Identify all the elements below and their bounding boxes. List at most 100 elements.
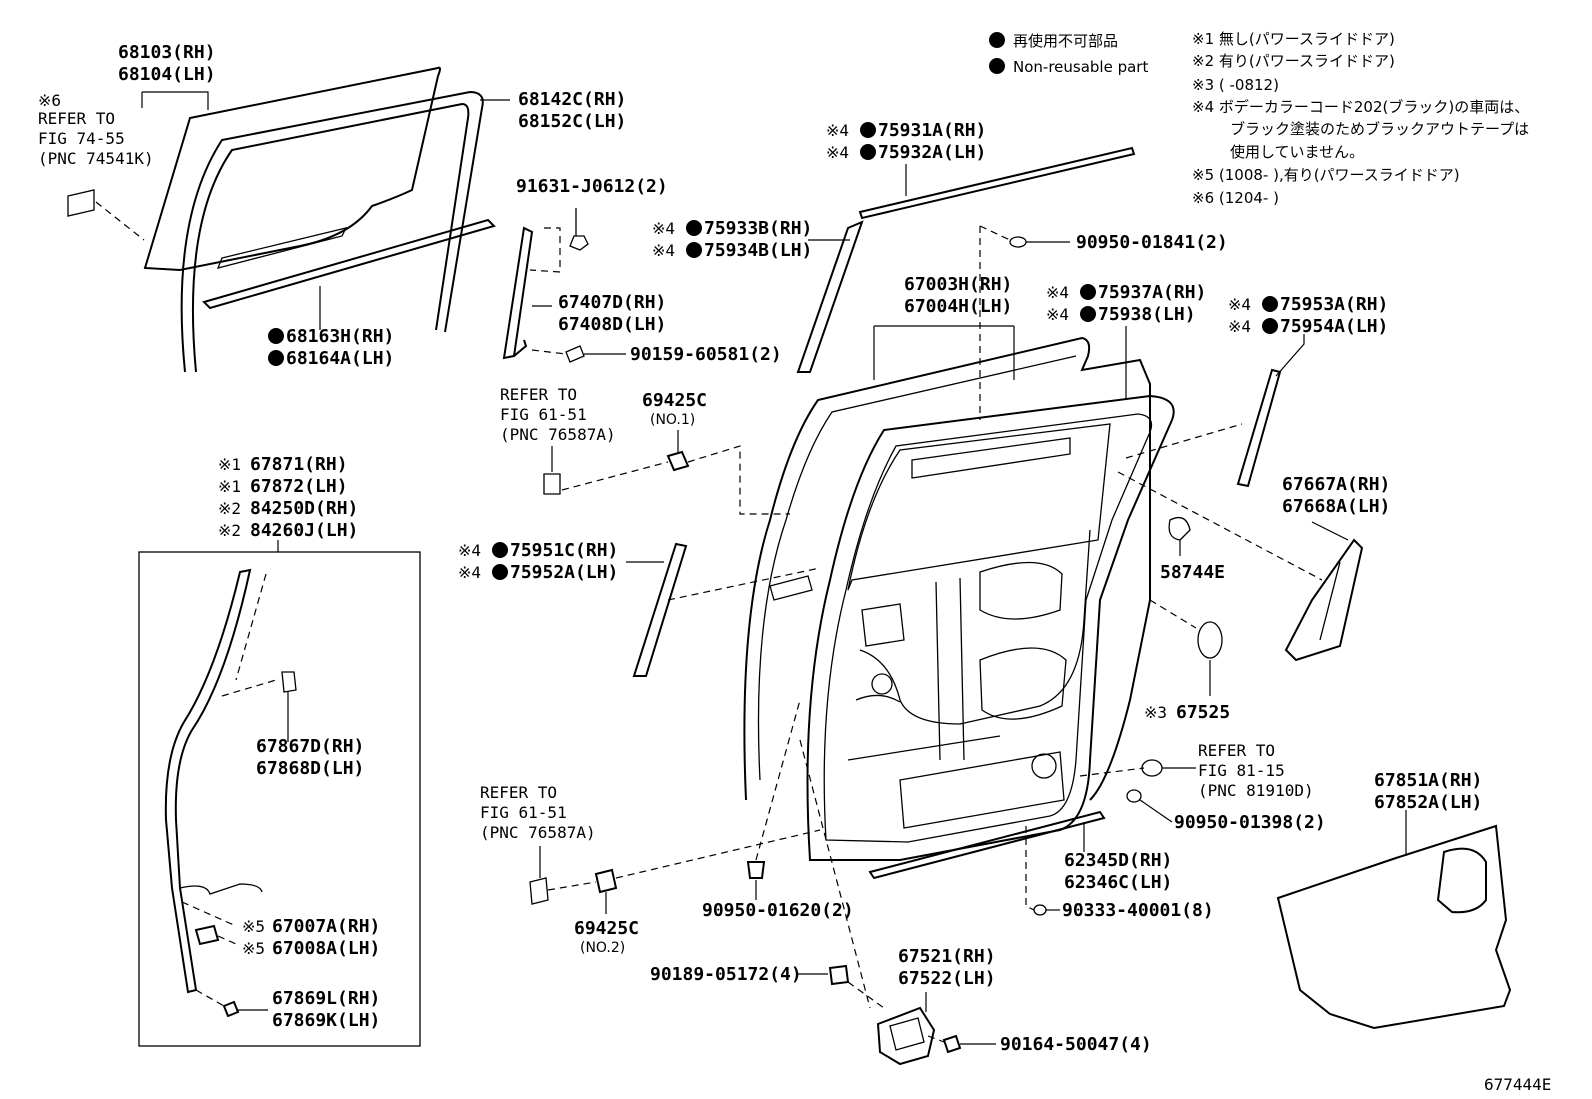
service-hole-cover-67851	[1276, 824, 1512, 1030]
label-69425c-no1: 69425C	[642, 390, 707, 411]
label-67869l: 67869L(RH)	[272, 988, 380, 1009]
label-ref7455-b: FIG 74-55	[38, 129, 125, 148]
label-75952-note: ※4	[458, 563, 481, 582]
non-reusable-dot-icon	[686, 220, 702, 236]
label-90164: 90164-50047(4)	[1000, 1034, 1152, 1055]
window-opening	[847, 423, 1111, 591]
label-ref6151b-b: FIG 61-51	[480, 803, 567, 822]
plug-90950-01841	[1009, 236, 1027, 248]
non-reusable-dot-icon	[860, 122, 876, 138]
door-frame-inner	[823, 413, 1153, 843]
inner-panel-round-hole	[1031, 753, 1057, 779]
label-75938-note: ※4	[1046, 305, 1069, 324]
cushion-no1-group: REFER TO FIG 61-51 (PNC 76587A) 69425C (…	[500, 385, 790, 515]
label-75937: 75937A(RH)	[1098, 282, 1206, 303]
door-frame-sash	[806, 394, 1175, 861]
lower-stamping	[899, 751, 1065, 829]
legend-note-6: ※6 (1204- )	[1192, 189, 1279, 207]
label-67522: 67522(LH)	[898, 968, 996, 989]
label-75932-note: ※4	[826, 143, 849, 162]
non-reusable-dot-icon	[1080, 306, 1096, 322]
label-68104: 68104(LH)	[118, 64, 216, 85]
label-75933: 75933B(RH)	[704, 218, 812, 239]
cover-rim	[1436, 847, 1487, 914]
label-67525-note: ※3	[1144, 703, 1167, 722]
inner-panel-round-hole	[871, 673, 893, 695]
label-84260-note: ※2	[218, 521, 241, 540]
cushion-67867	[281, 671, 297, 693]
weatherstrip-box-group: ※1 67871(RH) ※1 67872(LH) ※2 84250D(RH) …	[138, 454, 421, 1047]
label-ref6151b-c: (PNC 76587A)	[480, 823, 596, 842]
wire-harness	[859, 529, 1091, 725]
non-reusable-dot-icon	[1262, 318, 1278, 334]
label-75951-note: ※4	[458, 541, 481, 560]
label-90950-01620: 90950-01620(2)	[702, 900, 854, 921]
outside-handle-recess	[769, 575, 813, 601]
label-67525: 67525	[1176, 702, 1230, 723]
label-75937-note: ※4	[1046, 283, 1069, 302]
cushion-no2-group: REFER TO FIG 61-51 (PNC 76587A) 69425C (…	[480, 699, 854, 956]
lower-weatherstrip-group: 62345D(RH) 62346C(LH) 90333-40001(8)	[868, 810, 1214, 921]
door-panel-group: 67003H(RH) 67004H(LH) 90950-01841(2)	[743, 225, 1228, 861]
wire-67007	[179, 883, 263, 895]
label-ref8115-c: (PNC 81910D)	[1198, 781, 1314, 800]
label-75934: 75934B(LH)	[704, 240, 812, 261]
label-75954: 75954A(LH)	[1280, 316, 1388, 337]
door-glass	[143, 66, 441, 272]
label-75932: 75932A(LH)	[878, 142, 986, 163]
label-75953-note: ※4	[1228, 295, 1251, 314]
label-75934-note: ※4	[652, 241, 675, 260]
door-outer-inner-line	[757, 355, 1077, 781]
bolt-90164	[942, 1034, 962, 1054]
moulding-75951	[632, 542, 688, 677]
rear-lower-channel	[502, 226, 534, 360]
cap-58744e	[1168, 516, 1191, 541]
label-67007-note: ※5	[242, 917, 265, 936]
rear-channel-group: 91631-J0612(2) 67407D(RH) 67408D(LH) 901…	[502, 176, 782, 365]
label-91631: 91631-J0612(2)	[516, 176, 668, 197]
inner-panel-hole-3	[861, 603, 905, 647]
label-ref8115-a: REFER TO	[1198, 741, 1275, 760]
non-reusable-dot-icon	[492, 542, 508, 558]
label-67871: 67871(RH)	[250, 454, 348, 475]
label-90159: 90159-60581(2)	[630, 344, 782, 365]
non-reusable-dot-icon	[686, 242, 702, 258]
label-67668: 67668A(LH)	[1282, 496, 1390, 517]
right-parts-group: 58744E ※3 67525 67667A(RH) 67668A(LH) 67…	[1079, 471, 1512, 1030]
label-75931-note: ※4	[826, 121, 849, 140]
label-ref6151a-c: (PNC 76587A)	[500, 425, 616, 444]
label-67871-note: ※1	[218, 455, 241, 474]
label-75952: 75952A(LH)	[510, 562, 618, 583]
label-69425c-no1-sub: (NO.1)	[650, 412, 695, 428]
legend-note-4: ※4 ボデーカラーコード202(ブラック)の車両は、	[1192, 98, 1529, 116]
legend-note-2: ※2 有り(パワースライドドア)	[1192, 52, 1395, 70]
label-68163: 68163H(RH)	[286, 326, 394, 347]
label-75933-note: ※4	[652, 219, 675, 238]
non-reusable-dot-icon	[1262, 296, 1278, 312]
ref-plate-74541k	[67, 189, 95, 217]
label-68103: 68103(RH)	[118, 42, 216, 63]
label-67867: 67867D(RH)	[256, 736, 364, 757]
label-69425c-no2: 69425C	[574, 918, 639, 939]
legend-non-reusable-jp: 再使用不可部品	[1013, 32, 1118, 50]
screw-90159	[565, 345, 626, 363]
cushion-no2	[594, 868, 618, 894]
non-reusable-dot-icon	[492, 564, 508, 580]
moulding-75933	[796, 220, 864, 373]
moulding-75953	[1236, 368, 1282, 488]
legend: 再使用不可部品 Non-reusable part ※1 無し(パワースライドド…	[989, 30, 1529, 207]
non-reusable-dot-icon	[860, 144, 876, 160]
label-75951: 75951C(RH)	[510, 540, 618, 561]
label-84250: 84250D(RH)	[250, 498, 358, 519]
belt-moulding	[202, 218, 496, 310]
label-ref7455-note: ※6	[38, 91, 61, 110]
legend-note-4-line2: ブラック塗装のためブラックアウトテープは	[1230, 120, 1529, 138]
clip-67869	[222, 1000, 240, 1018]
glass-run-channel	[180, 90, 484, 373]
bolt-91631	[569, 208, 589, 251]
label-84260: 84260J(LH)	[250, 520, 358, 541]
label-ref6151a-b: FIG 61-51	[500, 405, 587, 424]
label-67872: 67872(LH)	[250, 476, 348, 497]
legend-note-5: ※5 (1008- ),有り(パワースライドドア)	[1192, 166, 1460, 184]
label-67852: 67852A(LH)	[1374, 792, 1482, 813]
